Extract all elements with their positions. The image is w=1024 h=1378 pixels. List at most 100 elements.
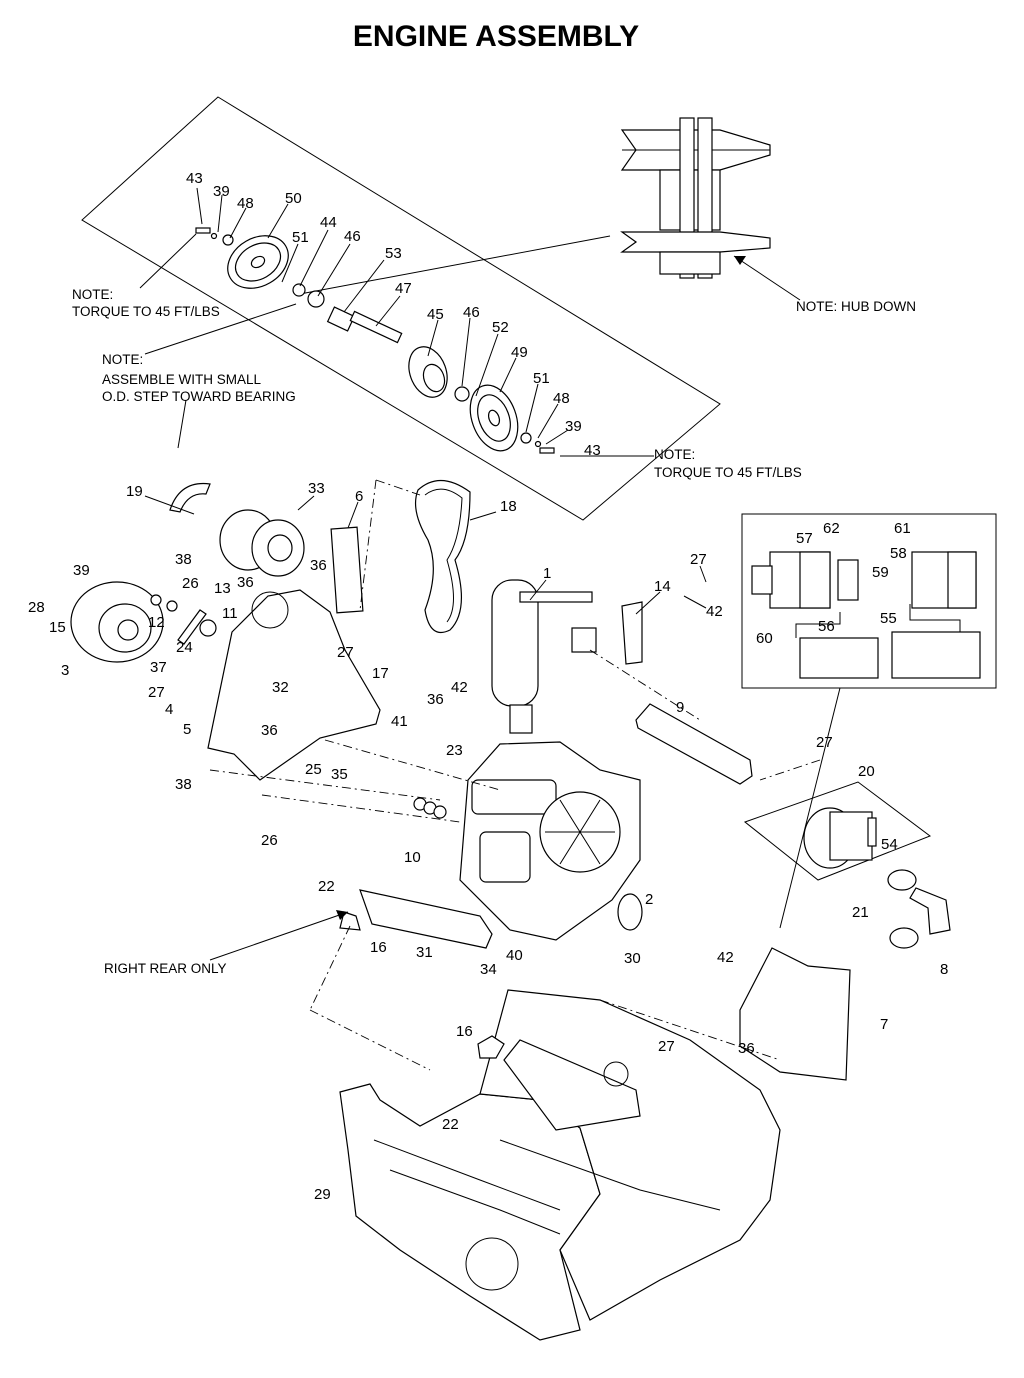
callout-label: 30 <box>624 950 641 967</box>
callout-label: 22 <box>442 1116 459 1133</box>
callout-label: 26 <box>182 575 199 592</box>
muffler <box>491 579 597 734</box>
callout-label: 57 <box>796 530 813 547</box>
note-torque-1-body: TORQUE TO 45 FT/LBS <box>72 304 220 319</box>
note-torque-2-heading: NOTE: <box>654 447 695 462</box>
callout-label: 4 <box>165 701 173 718</box>
callout-label: 35 <box>331 766 348 783</box>
callout-label: 28 <box>28 599 45 616</box>
callout-label: 42 <box>706 603 723 620</box>
callout-label: 38 <box>175 776 192 793</box>
callout-label: 43 <box>186 170 203 187</box>
callout-label: 24 <box>176 639 193 656</box>
note-torque-2-body: TORQUE TO 45 FT/LBS <box>654 465 802 480</box>
belts <box>169 479 471 634</box>
callout-label: 39 <box>213 183 230 200</box>
callout-label: 21 <box>852 904 869 921</box>
callout-labels: 43 39 48 50 51 44 46 53 47 45 46 52 49 5… <box>28 170 948 1203</box>
callout-label: 36 <box>310 557 327 574</box>
callout-label: 32 <box>272 679 289 696</box>
callout-label: 27 <box>337 644 354 661</box>
assembly-lines <box>209 479 821 1071</box>
callout-label: 43 <box>584 442 601 459</box>
callout-label: 48 <box>237 195 254 212</box>
note-right-rear-only: RIGHT REAR ONLY <box>104 961 227 976</box>
callout-label: 62 <box>823 520 840 537</box>
callout-label: 37 <box>150 659 167 676</box>
callout-label: 44 <box>320 214 337 231</box>
callout-label: 16 <box>456 1023 473 1040</box>
callout-label: 11 <box>222 605 238 622</box>
callout-label: 27 <box>816 734 833 751</box>
callout-label: 27 <box>690 551 707 568</box>
callout-label: 52 <box>492 319 509 336</box>
callout-label: 25 <box>305 761 322 778</box>
callout-label: 3 <box>61 662 69 679</box>
callout-label: 48 <box>553 390 570 407</box>
callout-label: 29 <box>314 1186 331 1203</box>
callout-label: 27 <box>658 1038 675 1055</box>
callout-label: 34 <box>480 961 497 978</box>
brackets <box>339 601 851 1081</box>
callout-label: 23 <box>446 742 463 759</box>
note-assemble-heading: NOTE: <box>102 352 143 367</box>
callout-label: 59 <box>872 564 889 581</box>
callout-label: 17 <box>372 665 389 682</box>
callout-label: 36 <box>427 691 444 708</box>
callout-label: 60 <box>756 630 773 647</box>
callout-label: 1 <box>543 565 551 582</box>
note-torque-1-heading: NOTE: <box>72 287 113 302</box>
callout-label: 14 <box>654 578 671 595</box>
callout-label: 36 <box>237 574 254 591</box>
callout-label: 15 <box>49 619 66 636</box>
clutch-and-pulleys <box>70 509 335 737</box>
callout-label: 33 <box>308 480 325 497</box>
callout-label: 18 <box>500 498 517 515</box>
callout-label: 5 <box>183 721 191 738</box>
callout-label: 19 <box>126 483 143 500</box>
page-title: ENGINE ASSEMBLY <box>353 20 639 53</box>
callout-label: 38 <box>175 551 192 568</box>
callout-label: 50 <box>285 190 302 207</box>
callout-label: 31 <box>416 944 433 961</box>
callout-label: 61 <box>894 520 911 537</box>
callout-label: 53 <box>385 245 402 262</box>
notes: NOTE: TORQUE TO 45 FT/LBS NOTE: ASSEMBLE… <box>72 233 916 976</box>
callout-label: 42 <box>717 949 734 966</box>
callout-label: 16 <box>370 939 387 956</box>
leader-lines <box>144 187 707 615</box>
note-assemble-body-2: O.D. STEP TOWARD BEARING <box>102 389 296 404</box>
callout-label: 39 <box>73 562 90 579</box>
pulley-inset <box>81 96 721 521</box>
callout-label: 22 <box>318 878 335 895</box>
engine-block <box>413 741 643 941</box>
callout-label: 36 <box>738 1040 755 1057</box>
callout-label: 41 <box>391 713 408 730</box>
callout-label: 58 <box>890 545 907 562</box>
note-hub-down: NOTE: HUB DOWN <box>796 299 916 314</box>
callout-label: 46 <box>463 304 480 321</box>
note-assemble-body-1: ASSEMBLE WITH SMALL <box>102 372 262 387</box>
idler-bracket <box>207 526 381 781</box>
callout-label: 56 <box>818 618 835 635</box>
callout-label: 27 <box>148 684 165 701</box>
callout-label: 26 <box>261 832 278 849</box>
callout-label: 6 <box>355 488 363 505</box>
callout-label: 20 <box>858 763 875 780</box>
hub-cross-section <box>620 117 801 301</box>
callout-label: 9 <box>676 699 684 716</box>
callout-label: 46 <box>344 228 361 245</box>
callout-label: 51 <box>292 229 309 246</box>
callout-label: 7 <box>880 1016 888 1033</box>
callout-label: 54 <box>881 836 898 853</box>
callout-label: 12 <box>148 614 165 631</box>
callout-label: 13 <box>214 580 231 597</box>
frame <box>339 989 781 1341</box>
callout-label: 45 <box>427 306 444 323</box>
callout-label: 55 <box>880 610 897 627</box>
callout-label: 47 <box>395 280 412 297</box>
callout-label: 10 <box>404 849 421 866</box>
callout-label: 39 <box>565 418 582 435</box>
callout-label: 42 <box>451 679 468 696</box>
